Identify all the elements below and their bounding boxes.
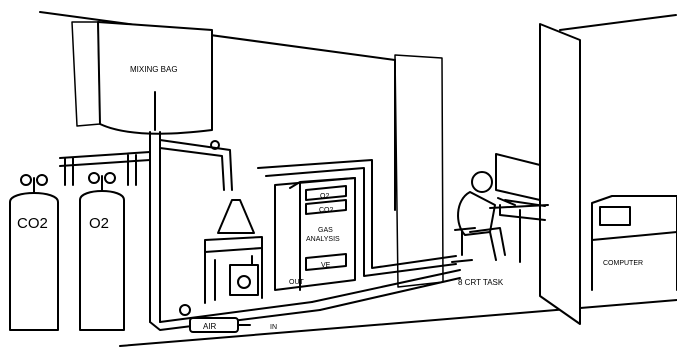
return-pipe bbox=[257, 159, 457, 277]
partition-wall bbox=[394, 54, 444, 288]
computer bbox=[591, 195, 677, 291]
gas-manifold bbox=[59, 151, 151, 186]
air-tube bbox=[179, 304, 251, 333]
ceiling-line bbox=[39, 11, 396, 61]
gas-analysis-cabinet bbox=[274, 177, 356, 291]
co2-meter-label: CO2 bbox=[319, 207, 334, 214]
o2-meter-label: O2 bbox=[320, 193, 329, 200]
crt-task-label: 8 CRT TASK bbox=[458, 278, 504, 287]
gas-analysis-label-line2: ANALYSIS bbox=[306, 236, 340, 243]
ceiling-line-right bbox=[559, 14, 677, 31]
o2-cylinder-label: O2 bbox=[89, 215, 109, 232]
in-label: IN bbox=[270, 324, 277, 331]
air-label: AIR bbox=[203, 322, 217, 331]
gas-analysis-label-line1: GAS bbox=[318, 227, 333, 234]
computer-label: COMPUTER bbox=[603, 260, 643, 267]
supply-pipe bbox=[149, 131, 161, 323]
out-label: OUT bbox=[289, 279, 305, 286]
supply-pipe-bottom bbox=[149, 301, 321, 331]
desk bbox=[489, 204, 549, 263]
co2-cylinder bbox=[9, 174, 59, 331]
floor-line bbox=[119, 299, 677, 347]
reservoir-stand bbox=[204, 199, 263, 304]
mixing-bag bbox=[71, 21, 213, 135]
co2-cylinder-label: CO2 bbox=[17, 215, 48, 232]
subject-at-desk bbox=[451, 171, 516, 263]
ve-meter-label: VE bbox=[321, 262, 331, 269]
top-valve-icon bbox=[210, 140, 220, 150]
door-panel bbox=[539, 23, 581, 325]
mixing-bag-label: MIXING BAG bbox=[130, 65, 178, 74]
top-pipe bbox=[159, 139, 233, 191]
o2-cylinder bbox=[79, 172, 125, 331]
pipe-to-subject bbox=[311, 269, 461, 311]
